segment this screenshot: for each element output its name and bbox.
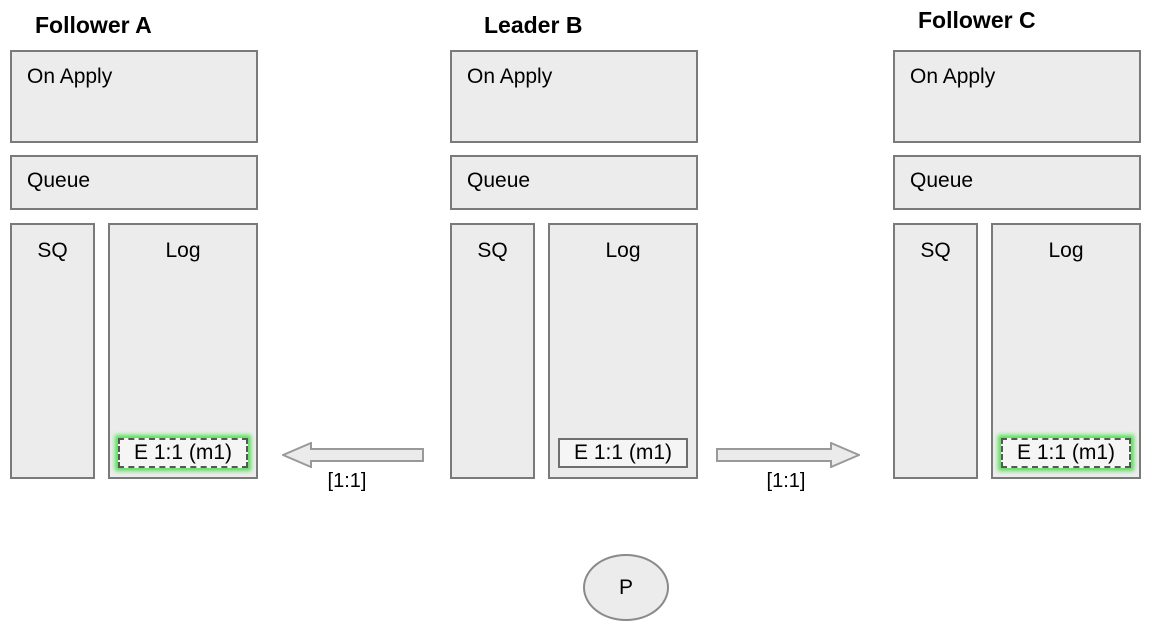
- node-title: Follower C: [918, 7, 1036, 33]
- queue-box: Queue: [893, 155, 1141, 210]
- proposer-label: P: [618, 575, 633, 599]
- queue-box: Queue: [450, 155, 698, 210]
- log-entry: E 1:1 (m1): [118, 438, 248, 468]
- log-entry: E 1:1 (m1): [1001, 438, 1131, 468]
- proposer-circle: P: [583, 554, 669, 621]
- node-title: Leader B: [484, 12, 583, 38]
- log-entry: E 1:1 (m1): [558, 438, 688, 468]
- on-apply-box: On Apply: [450, 50, 698, 143]
- queue-label: Queue: [27, 169, 91, 192]
- sq-box: SQ: [893, 223, 978, 479]
- arrow-label: [1:1]: [327, 470, 367, 492]
- log-box: Log E 1:1 (m1): [548, 223, 698, 479]
- on-apply-box: On Apply: [893, 50, 1141, 143]
- node-follower-c: Follower C On Apply Queue SQ Log E 1:1 (…: [893, 0, 1141, 485]
- log-label: Log: [1048, 239, 1084, 262]
- sq-box: SQ: [450, 223, 535, 479]
- sq-label: SQ: [920, 239, 951, 262]
- on-apply-label: On Apply: [467, 65, 553, 88]
- log-entry-label: E 1:1 (m1): [133, 441, 233, 464]
- log-box: Log E 1:1 (m1): [108, 223, 258, 479]
- node-follower-a: Follower A On Apply Queue SQ Log E 1:1 (…: [10, 0, 258, 485]
- on-apply-label: On Apply: [27, 65, 113, 88]
- log-label: Log: [165, 239, 201, 262]
- log-entry-label: E 1:1 (m1): [573, 441, 673, 464]
- log-entry-label: E 1:1 (m1): [1016, 441, 1116, 464]
- log-label: Log: [605, 239, 641, 262]
- queue-box: Queue: [10, 155, 258, 210]
- sq-label: SQ: [477, 239, 508, 262]
- on-apply-label: On Apply: [910, 65, 996, 88]
- sq-box: SQ: [10, 223, 95, 479]
- queue-label: Queue: [910, 169, 974, 192]
- replication-arrow-right-icon: [716, 442, 860, 468]
- on-apply-box: On Apply: [10, 50, 258, 143]
- arrow-label: [1:1]: [766, 470, 806, 492]
- node-title: Follower A: [35, 12, 152, 38]
- log-box: Log E 1:1 (m1): [991, 223, 1141, 479]
- queue-label: Queue: [467, 169, 531, 192]
- sq-label: SQ: [37, 239, 68, 262]
- node-leader-b: Leader B On Apply Queue SQ Log E 1:1 (m1…: [450, 0, 698, 485]
- replication-arrow-left-icon: [282, 442, 424, 468]
